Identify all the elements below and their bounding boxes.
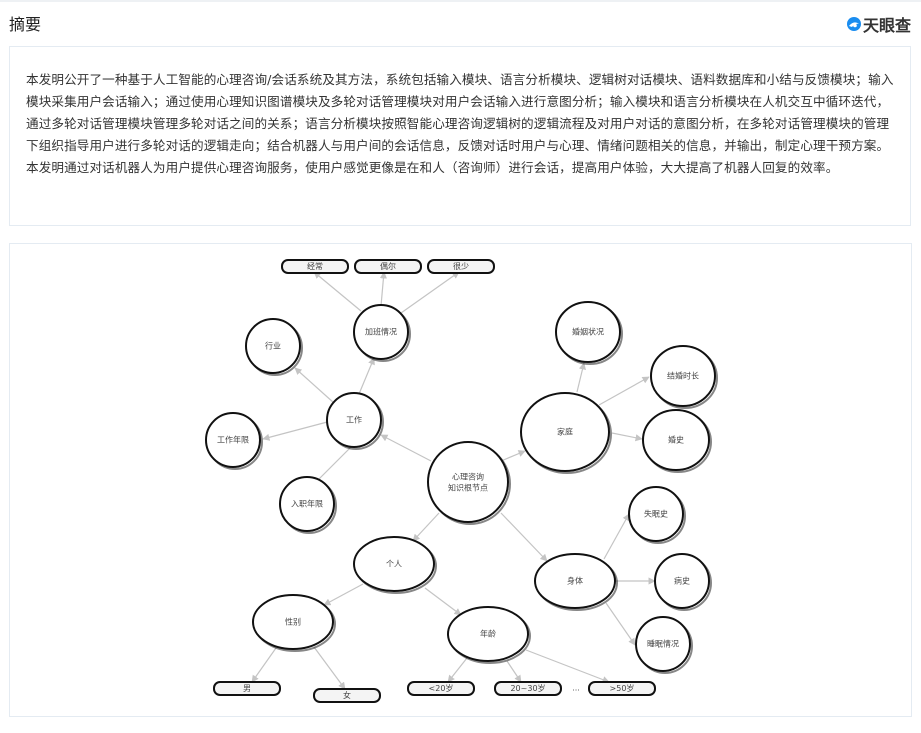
node-marital-status: 婚姻状况 [555, 301, 623, 365]
svg-text:男: 男 [243, 684, 251, 693]
node-marriage-length: 结婚时长 [650, 345, 718, 409]
node-family: 家庭 [520, 392, 612, 474]
node-male: 男 [213, 681, 281, 696]
svg-text:偶尔: 偶尔 [380, 261, 396, 271]
node-root: 心理咨询 知识根节点 [427, 441, 511, 525]
node-sometimes: 偶尔 [354, 259, 422, 274]
node-body: 身体 [534, 553, 618, 611]
svg-text:婚史: 婚史 [668, 435, 684, 445]
abstract-panel: 本发明公开了一种基于人工智能的心理咨询/会话系统及其方法，系统包括输入模块、语言… [9, 46, 911, 226]
svg-text:失眠史: 失眠史 [644, 509, 668, 519]
svg-text:>50岁: >50岁 [610, 683, 635, 693]
top-divider [0, 0, 921, 2]
svg-text:婚姻状况: 婚姻状况 [572, 327, 604, 337]
eye-logo-icon [846, 17, 861, 31]
svg-text:入职年限: 入职年限 [291, 499, 323, 509]
svg-text:知识根节点: 知识根节点 [448, 483, 488, 493]
svg-text:经常: 经常 [307, 261, 323, 271]
svg-text:病史: 病史 [674, 576, 690, 586]
svg-text:身体: 身体 [567, 576, 583, 586]
node-age-lt20: <20岁 [407, 681, 475, 696]
node-rarely: 很少 [427, 259, 495, 274]
svg-text:家庭: 家庭 [557, 427, 573, 437]
abstract-text: 本发明公开了一种基于人工智能的心理咨询/会话系统及其方法，系统包括输入模块、语言… [26, 72, 894, 175]
svg-text:结婚时长: 结婚时长 [667, 371, 699, 381]
node-overtime: 加班情况 [353, 304, 411, 362]
edges [251, 271, 656, 690]
svg-text:年龄: 年龄 [480, 629, 496, 639]
node-industry: 行业 [245, 318, 303, 376]
node-insomnia-history: 失眠史 [628, 486, 686, 544]
svg-text:工作年限: 工作年限 [217, 435, 249, 445]
svg-text:个人: 个人 [386, 560, 402, 569]
node-age-gt50: >50岁 [588, 681, 656, 696]
node-gender: 性别 [252, 594, 336, 652]
svg-text:加班情况: 加班情况 [365, 327, 397, 337]
node-age: 年龄 [447, 606, 531, 664]
figure-panel: 心理咨询 知识根节点 工作 行业 加班情况 工作年限 入职年限 [9, 243, 912, 717]
svg-text:性别: 性别 [285, 617, 301, 627]
node-work-years: 工作年限 [205, 412, 263, 470]
svg-text:很少: 很少 [453, 262, 469, 271]
node-age-20-30: 20~30岁 [494, 681, 562, 696]
node-often: 经常 [281, 259, 349, 274]
node-sleep: 睡眠情况 [635, 616, 693, 674]
section-title: 摘要 [9, 15, 42, 34]
tianyancha-logo: 天眼查 [846, 12, 911, 36]
knowledge-graph-diagram: 心理咨询 知识根节点 工作 行业 加班情况 工作年限 入职年限 [205, 259, 718, 703]
node-tenure: 入职年限 [279, 476, 337, 534]
node-female: 女 [313, 688, 381, 703]
node-personal: 个人 [353, 536, 437, 594]
svg-text:工作: 工作 [346, 415, 362, 425]
age-ellipsis: ... [572, 684, 580, 693]
svg-text:心理咨询: 心理咨询 [452, 472, 484, 482]
node-medical-history: 病史 [654, 553, 712, 611]
svg-text:行业: 行业 [265, 341, 281, 351]
logo-text: 天眼查 [862, 16, 911, 35]
svg-text:女: 女 [343, 690, 351, 700]
svg-text:<20岁: <20岁 [429, 683, 454, 693]
svg-text:睡眠情况: 睡眠情况 [647, 639, 679, 649]
svg-text:20~30岁: 20~30岁 [510, 683, 545, 693]
node-marriage-history: 婚史 [642, 409, 712, 473]
node-work: 工作 [326, 392, 384, 450]
